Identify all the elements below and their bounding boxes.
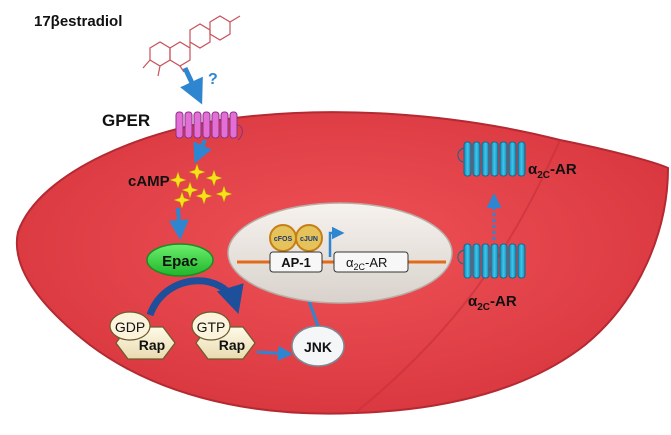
camp-stars-icon (169, 163, 233, 209)
estradiol-molecule-icon (142, 15, 241, 77)
camp-to-epac-arrow (168, 207, 189, 240)
rap-left-label: Rap (139, 337, 165, 353)
cfos-label: cFOS (274, 236, 293, 243)
gdp-label: GDP (115, 319, 145, 335)
cjun-node (295, 224, 323, 252)
gper-label: GPER (102, 111, 150, 130)
gper-to-camp-arrow (193, 139, 212, 164)
rap-to-jnk-arrow (256, 345, 293, 361)
rap-gdp-complex: GDP Rap (109, 311, 176, 360)
alpha2c-ar-top-label: α2C-AR (528, 161, 577, 181)
gper-receptor-icon (175, 111, 243, 141)
alpha2c-gene-box (333, 251, 409, 273)
estradiol-to-gper-arrow (180, 66, 203, 105)
epac-label: Epac (162, 253, 198, 270)
alpha2c-gene-label: α2C-AR (346, 255, 387, 272)
estradiol-label: 17βestradiol (34, 13, 122, 30)
ap1-label: AP-1 (281, 255, 311, 270)
ap1-box (269, 251, 323, 273)
alpha2c-ar-receptor-top-icon (457, 141, 526, 177)
rap-gtp-complex: GTP Rap (191, 311, 256, 360)
cjun-label: cJUN (300, 236, 318, 243)
gtp-label: GTP (197, 319, 226, 335)
rap-right-label: Rap (219, 337, 245, 353)
jnk-label: JNK (304, 339, 332, 355)
alpha2c-ar-receptor-bottom-icon (457, 243, 526, 279)
transcription-start-arrow (328, 226, 345, 257)
alpha2c-ar-bottom-label: α2C-AR (468, 293, 517, 313)
camp-label: cAMP (128, 173, 170, 190)
epac-node (146, 243, 214, 277)
question-mark-label: ? (208, 71, 218, 88)
gdp-to-gtp-curved-arrow (146, 277, 244, 317)
